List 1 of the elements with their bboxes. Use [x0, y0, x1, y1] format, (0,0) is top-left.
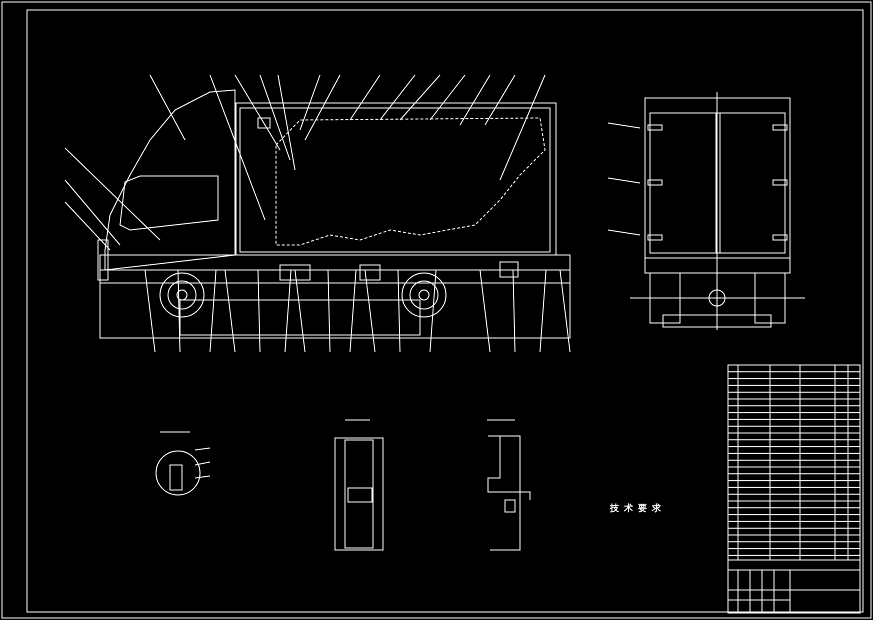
notes-heading: 技术要求: [610, 502, 666, 515]
